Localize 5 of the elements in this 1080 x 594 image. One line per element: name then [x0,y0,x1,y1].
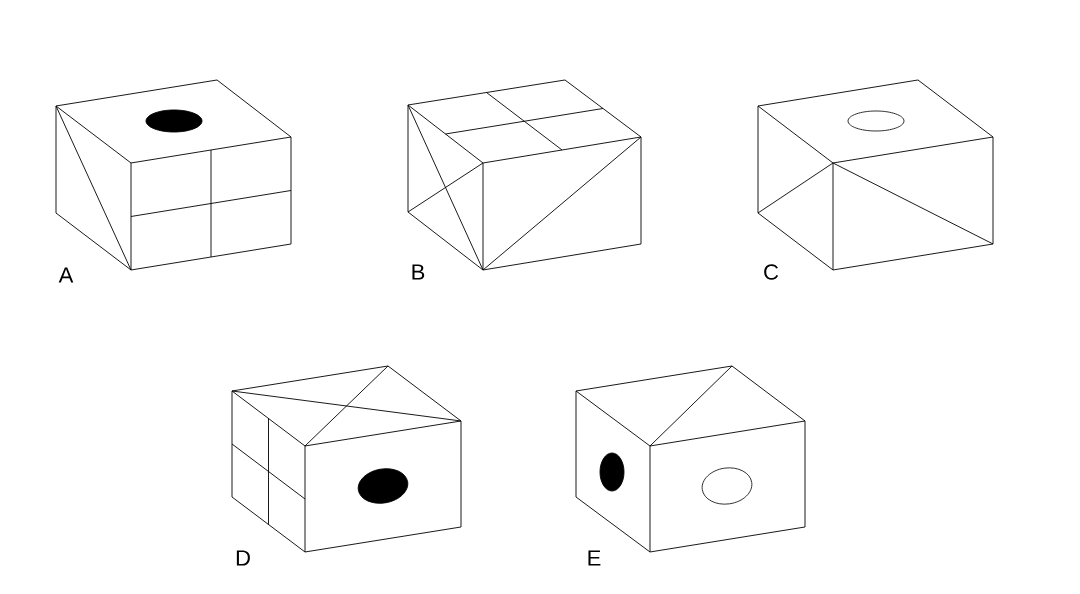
cube-letter: A [58,267,74,283]
cube-letter: E [588,550,601,566]
cube-letter: B [412,264,425,280]
cube-letter: C [764,264,779,280]
cube-letter: D [236,550,250,566]
